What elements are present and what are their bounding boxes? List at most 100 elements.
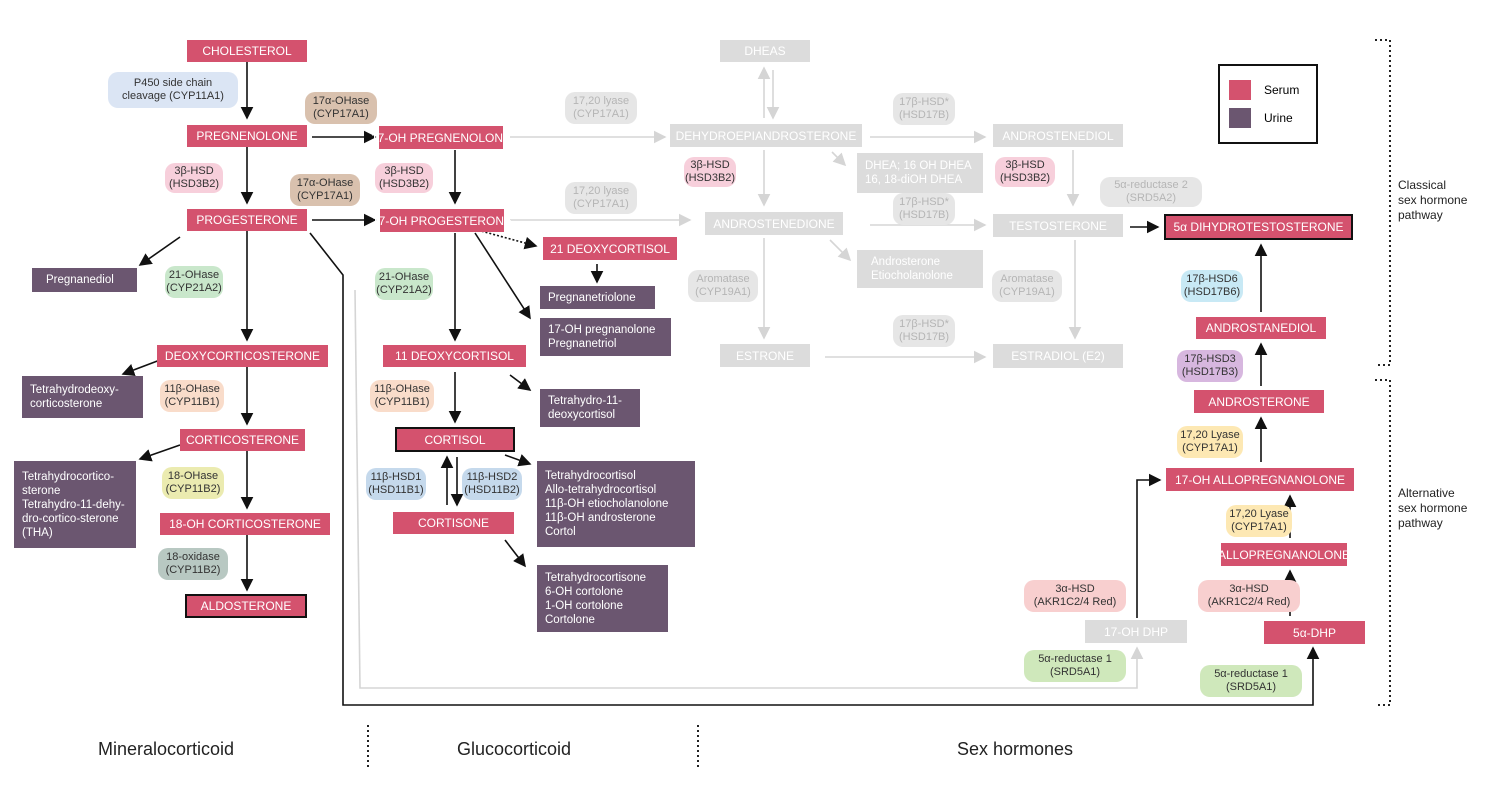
enzyme-lyase-4: 17,20 Lyase(CYP17A1) [1226, 505, 1292, 537]
enzyme-hsd3a-2: 3α-HSD(AKR1C2/4 Red) [1198, 580, 1300, 612]
reaction-arrow [831, 151, 847, 167]
metabolite-estrone[interactable]: ESTRONE [720, 344, 810, 367]
line: Tetrahydro-11- [548, 395, 622, 407]
enzyme-line: 17α-OHase [296, 177, 354, 189]
line: sterone [22, 484, 61, 497]
metabolite-11-deoxycortisol[interactable]: 11 DEOXYCORTISOL [383, 345, 526, 367]
enzyme-line: 17β-HSD6 [1186, 273, 1238, 285]
enzyme-ohase17a-2: 17α-OHase(CYP17A1) [290, 174, 360, 206]
enzyme-line: 17β-HSD3 [1184, 353, 1236, 365]
line: Cortolone [545, 613, 595, 626]
enzyme-line: (CYP17A1) [1231, 521, 1287, 533]
metabolite-17oh-allopregnanolone[interactable]: 17-OH ALLOPREGNANOLONE [1166, 468, 1354, 491]
metabolite-18oh-corticosterone[interactable]: 18-OH CORTICOSTERONE [160, 513, 330, 535]
urine-pregnanediol[interactable]: Pregnanediol [32, 268, 137, 292]
enzyme-line: 17β-HSD* [899, 96, 949, 108]
enzyme-line: (CYP11B2) [165, 483, 221, 495]
metabolite-testosterone[interactable]: TESTOSTERONE [993, 214, 1123, 237]
enzyme-line: 3β-HSD [1005, 159, 1045, 171]
enzyme-line: (HSD17B) [898, 331, 950, 343]
reaction-arrow [1136, 473, 1162, 618]
enzyme-line: 17β-HSD* [899, 196, 949, 208]
enzyme-srd5a2: 5α-reductase 2(SRD5A2) [1100, 177, 1202, 207]
enzyme-line: 17,20 lyase [572, 95, 630, 107]
metabolite-aldosterone[interactable]: ALDOSTERONE [185, 594, 307, 618]
metabolite-dheas[interactable]: DHEAS [720, 40, 810, 62]
enzyme-line: (AKR1C2/4 Red) [1207, 596, 1291, 608]
enzyme-line: 3α-HSD [1229, 583, 1269, 595]
enzyme-hsd3a-1: 3α-HSD(AKR1C2/4 Red) [1024, 580, 1126, 612]
legend: Serum Urine [1218, 64, 1318, 144]
line: Tetrahydrocortisol [545, 470, 636, 482]
enzyme-lyase-1: 17,20 lyase(CYP17A1) [565, 92, 637, 124]
enzyme-lyase-3: 17,20 Lyase(CYP17A1) [1177, 426, 1243, 458]
line: 6-OH cortolone [545, 585, 623, 598]
line: Tetrahydrocortisone [545, 571, 646, 584]
enzyme-hsd17b3: 17β-HSD3(HSD17B3) [1177, 350, 1243, 382]
enzyme-line: (SRD5A2) [1125, 192, 1177, 204]
enzyme-line: 3β-HSD [384, 165, 424, 177]
metabolite-dihydrotestosterone[interactable]: 5α DIHYDROTESTOSTERONE [1164, 214, 1353, 240]
enzyme-line: (CYP17A1) [1182, 442, 1238, 454]
enzyme-hsd3b-2: 3β-HSD(HSD3B2) [375, 163, 433, 193]
metabolite-progesterone[interactable]: PROGESTERONE [187, 209, 307, 231]
metabolite-21-deoxycortisol[interactable]: 21 DEOXYCORTISOL [543, 237, 677, 260]
metabolite-corticosterone[interactable]: CORTICOSTERONE [180, 429, 305, 451]
metabolite-dhea[interactable]: DEHYDROEPIANDROSTERONE [670, 124, 862, 147]
metabolite-5a-dhp[interactable]: 5α-DHP [1264, 621, 1365, 644]
metabolite-pregnenolone[interactable]: PREGNENOLONE [187, 125, 307, 147]
reaction-arrow [504, 539, 526, 568]
line: deoxycortisol [548, 409, 616, 421]
enzyme-hsd17b-2: 17β-HSD*(HSD17B) [893, 193, 955, 225]
enzyme-line: (CYP17A1) [297, 190, 353, 202]
urine-tetrahydrodeoxycorticosterone[interactable]: Tetrahydrodeoxy-corticosterone [22, 376, 143, 418]
urine-pregnanetriolone[interactable]: Pregnanetriolone [540, 286, 655, 309]
metabolite-cortisone[interactable]: CORTISONE [393, 512, 514, 534]
enzyme-oxidase18: 18-oxidase(CYP11B2) [158, 548, 228, 580]
line: Pregnanetriol [548, 338, 617, 350]
metabolite-deoxycorticosterone[interactable]: DEOXYCORTICOSTERONE [157, 345, 328, 367]
enzyme-line: (CYP11B2) [165, 564, 221, 576]
enzyme-line: 17,20 Lyase [1180, 429, 1240, 441]
metabolite-allopregnanolone[interactable]: ALLOPREGNANOLONE [1218, 543, 1350, 566]
metabolite-androstanediol[interactable]: ANDROSTANEDIOL [1196, 317, 1326, 339]
metabolite-androstenediol[interactable]: ANDROSTENEDIOL [993, 124, 1123, 147]
enzyme-line: (HSD3B2) [684, 172, 736, 184]
enzyme-line: P450 side chain [133, 77, 213, 89]
metabolite-cortisol[interactable]: CORTISOL [395, 427, 515, 452]
enzyme-ohase17a-1: 17α-OHase(CYP17A1) [305, 92, 377, 124]
metabolite-17oh-dhp[interactable]: 17-OH DHP [1085, 620, 1187, 643]
enzyme-line: 5α-reductase 2 [1114, 179, 1188, 191]
line: Tetrahydrocortico- [22, 470, 115, 483]
enzyme-hsd11b2: 11β-HSD2(HSD11B2) [462, 468, 522, 500]
line: Cortol [545, 526, 576, 538]
reaction-arrow [829, 239, 852, 262]
line: Pregnanetriolone [548, 291, 636, 304]
metabolite-17oh-pregnenolone[interactable]: 17-OH PREGNENOLONE [371, 126, 511, 149]
enzyme-line: 17,20 Lyase [1229, 508, 1289, 520]
metabolite-cholesterol[interactable]: CHOLESTEROL [187, 40, 307, 62]
enzyme-hsd17b-1: 17β-HSD*(HSD17B) [893, 93, 955, 125]
metabolite-androsterone[interactable]: ANDROSTERONE [1194, 390, 1324, 413]
metabolite-estradiol[interactable]: ESTRADIOL (E2) [993, 344, 1123, 368]
enzyme-line: 21-OHase [378, 271, 430, 283]
enzyme-srd5a1-2: 5α-reductase 1(SRD5A1) [1200, 665, 1302, 697]
enzyme-line: (HSD17B) [898, 109, 950, 121]
enzyme-line: (CYP19A1) [695, 286, 751, 298]
urine-tetrahydro-11-deoxycortisol[interactable]: Tetrahydro-11- deoxycortisol [540, 389, 640, 427]
enzyme-hsd3b-3: 3β-HSD(HSD3B2) [684, 157, 736, 187]
metabolite-17oh-progesterone[interactable]: 17-OH PROGESTERONE [372, 209, 512, 232]
line: pathway [1398, 516, 1443, 530]
reaction-arrow [138, 444, 181, 462]
enzyme-line: Aromatase [1000, 273, 1054, 285]
metabolite-androstenedione[interactable]: ANDROSTENEDIONE [705, 212, 843, 235]
enzyme-ohase11b-1: 11β-OHase(CYP11B1) [160, 380, 224, 412]
